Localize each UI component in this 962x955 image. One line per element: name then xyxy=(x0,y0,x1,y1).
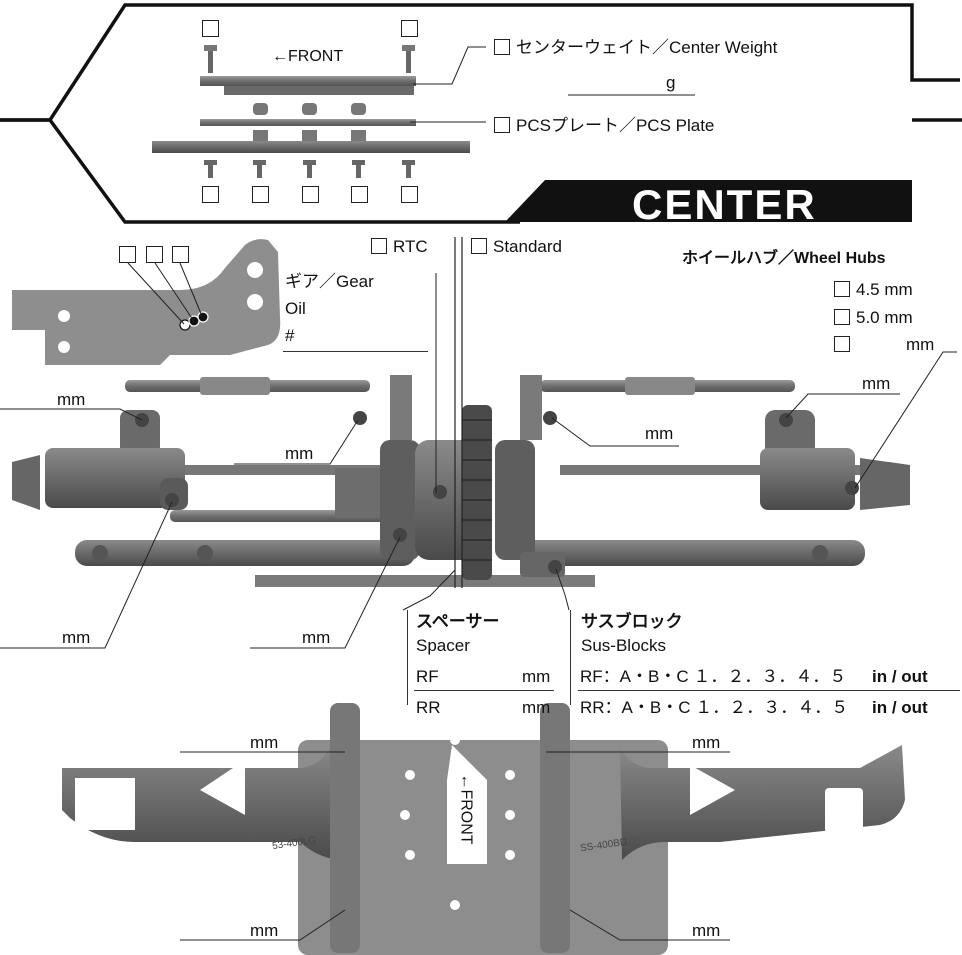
wheel-hub-option-1-label: 4.5 mm xyxy=(856,280,913,299)
mm-label-right-inner: mm xyxy=(645,424,674,443)
mm-label-left-upper: mm xyxy=(57,390,86,409)
center-weight-unit: g xyxy=(666,73,676,92)
screw-top-right-checkbox[interactable] xyxy=(401,20,418,37)
center-weight-checkbox[interactable] xyxy=(494,39,510,55)
wheel-hub-option-2: 5.0 mm xyxy=(834,308,913,328)
rtc-checkbox[interactable] xyxy=(371,238,387,254)
screw-bottom-5-checkbox[interactable] xyxy=(401,186,418,203)
pcs-plate-text: PCSプレート／PCS Plate xyxy=(516,116,715,135)
mm-label-right-upper: mm xyxy=(862,374,891,393)
wheel-hub-45-checkbox[interactable] xyxy=(834,281,850,297)
spacer-rr-unit: mm xyxy=(522,698,551,717)
sus-blocks-title-jp: サスブロック xyxy=(581,612,683,631)
wheel-hub-option-1: 4.5 mm xyxy=(834,280,913,300)
sus-blocks-rf-label: RF：A・B・C １．２．３．４．５ xyxy=(580,667,847,686)
chassis-front-label: ←FRONT xyxy=(457,773,475,845)
mm-label-left-inner: mm xyxy=(285,444,314,463)
spacer-divider xyxy=(407,610,408,705)
chassis-top-illustration xyxy=(62,703,905,955)
wheel-hub-option-3: mm xyxy=(834,335,934,355)
spacer-rf-label: RF xyxy=(416,667,439,686)
wheel-hub-option-2-label: 5.0 mm xyxy=(856,308,913,327)
wheel-hub-50-checkbox[interactable] xyxy=(834,309,850,325)
rtc-option: RTC xyxy=(371,237,428,257)
hub-carrier-illustration xyxy=(12,239,281,365)
screw-bottom-3-checkbox[interactable] xyxy=(302,186,319,203)
center-frame xyxy=(0,3,962,224)
gear-underline xyxy=(283,351,428,352)
hub-position-3-checkbox[interactable] xyxy=(172,246,189,263)
front-arrow-label: ←FRONT xyxy=(272,48,344,65)
spacer-rf-unit: mm xyxy=(522,667,551,686)
gear-label: ギア／Gear xyxy=(285,272,374,291)
sus-blocks-title-en: Sus-Blocks xyxy=(581,636,667,655)
mm-label-left-lower: mm xyxy=(62,628,91,647)
mm-label-chassis-top-left: mm xyxy=(250,733,279,752)
standard-checkbox[interactable] xyxy=(471,238,487,254)
mm-label-chassis-top-right: mm xyxy=(692,733,721,752)
hub-position-1-checkbox[interactable] xyxy=(119,246,136,263)
wheel-hub-option-3-label: mm xyxy=(906,335,935,354)
sus-blocks-divider xyxy=(570,610,571,705)
standard-option: Standard xyxy=(471,237,562,257)
screw-bottom-2-checkbox[interactable] xyxy=(252,186,269,203)
standard-label: Standard xyxy=(493,237,562,256)
sus-blocks-rf-suffix: in / out xyxy=(872,667,928,686)
mm-label-chassis-bottom-left: mm xyxy=(250,921,279,940)
pcs-plate-checkbox[interactable] xyxy=(494,117,510,133)
hash-label: # xyxy=(285,326,295,345)
spacer-title-en: Spacer xyxy=(416,636,470,655)
center-title: CENTER xyxy=(632,184,817,222)
spacer-title-jp: スペーサー xyxy=(416,612,500,631)
center-weight-text: センターウェイト／Center Weight xyxy=(516,38,778,57)
rtc-label: RTC xyxy=(393,237,428,256)
wheel-hubs-title: ホイールハブ／Wheel Hubs xyxy=(682,250,886,267)
mm-label-center-lower: mm xyxy=(302,628,331,647)
center-weight-illustration xyxy=(152,45,695,178)
suspension-side-illustration xyxy=(0,237,957,649)
screw-bottom-1-checkbox[interactable] xyxy=(202,186,219,203)
hub-position-2-checkbox[interactable] xyxy=(146,246,163,263)
center-weight-label: センターウェイト／Center Weight xyxy=(494,38,777,58)
screw-top-left-checkbox[interactable] xyxy=(202,20,219,37)
sus-blocks-rr-label: RR：A・B・C １．２．３．４．５ xyxy=(580,698,849,717)
oil-label: Oil xyxy=(285,299,306,318)
pcs-plate-label: PCSプレート／PCS Plate xyxy=(494,116,714,136)
spacer-rf-line xyxy=(414,690,554,691)
sus-blocks-rf-line xyxy=(578,690,960,691)
mm-label-chassis-bottom-right: mm xyxy=(692,921,721,940)
wheel-hub-custom-checkbox[interactable] xyxy=(834,336,850,352)
spacer-rr-label: RR xyxy=(416,698,441,717)
screw-bottom-4-checkbox[interactable] xyxy=(351,186,368,203)
sus-blocks-rr-suffix: in / out xyxy=(872,698,928,717)
